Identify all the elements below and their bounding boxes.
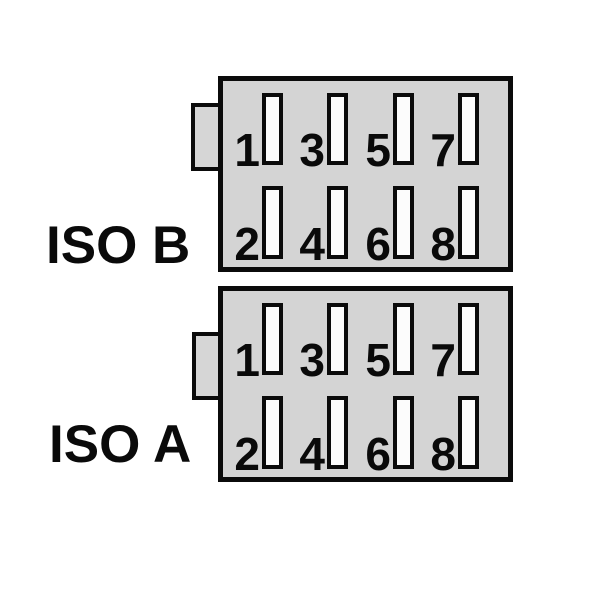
- pin-unit-b4: 4: [298, 186, 348, 267]
- connector-body-iso-a: 1 3 5 7 2 4 6 8: [218, 286, 513, 482]
- pin-number: 7: [430, 124, 456, 176]
- pin-unit-b5: 5: [364, 93, 414, 173]
- pin-number: 8: [430, 218, 456, 270]
- pin-unit-a8: 8: [429, 396, 479, 477]
- pin-slot: [327, 186, 348, 259]
- pin-number: 4: [299, 218, 325, 270]
- pin-unit-b8: 8: [429, 186, 479, 267]
- pin-number: 3: [299, 334, 325, 386]
- connector-body-iso-b: 1 3 5 7 2 4 6 8: [218, 76, 513, 272]
- pin-unit-a7: 7: [429, 303, 479, 383]
- pin-number: 7: [430, 334, 456, 386]
- pin-unit-a4: 4: [298, 396, 348, 477]
- pin-unit-b2: 2: [233, 186, 283, 267]
- pin-unit-b7: 7: [429, 93, 479, 173]
- pin-number: 5: [365, 334, 391, 386]
- pin-number: 8: [430, 428, 456, 480]
- pin-slot: [458, 303, 479, 375]
- pin-slot: [327, 303, 348, 375]
- pin-slot: [262, 303, 283, 375]
- pin-number: 1: [234, 334, 260, 386]
- pin-number: 2: [234, 428, 260, 480]
- pin-number: 3: [299, 124, 325, 176]
- pin-unit-a3: 3: [298, 303, 348, 383]
- pin-unit-a6: 6: [364, 396, 414, 477]
- pin-slot: [262, 396, 283, 469]
- pin-slot: [262, 186, 283, 259]
- pin-slot: [393, 186, 414, 259]
- pin-slot: [393, 93, 414, 165]
- pin-unit-b1: 1: [233, 93, 283, 173]
- connector-label-iso-a: ISO A: [49, 415, 192, 474]
- pin-number: 4: [299, 428, 325, 480]
- pin-slot: [393, 396, 414, 469]
- pin-slot: [327, 93, 348, 165]
- connector-label-iso-b: ISO B: [46, 216, 191, 275]
- pin-number: 6: [365, 428, 391, 480]
- pin-unit-a1: 1: [233, 303, 283, 383]
- pin-unit-b3: 3: [298, 93, 348, 173]
- pin-number: 2: [234, 218, 260, 270]
- pin-slot: [327, 396, 348, 469]
- pin-slot: [458, 93, 479, 165]
- pin-unit-a2: 2: [233, 396, 283, 477]
- pin-number: 5: [365, 124, 391, 176]
- pin-unit-b6: 6: [364, 186, 414, 267]
- pin-slot: [458, 186, 479, 259]
- pin-slot: [393, 303, 414, 375]
- pin-number: 6: [365, 218, 391, 270]
- pin-number: 1: [234, 124, 260, 176]
- pin-slot: [458, 396, 479, 469]
- pin-unit-a5: 5: [364, 303, 414, 383]
- pin-slot: [262, 93, 283, 165]
